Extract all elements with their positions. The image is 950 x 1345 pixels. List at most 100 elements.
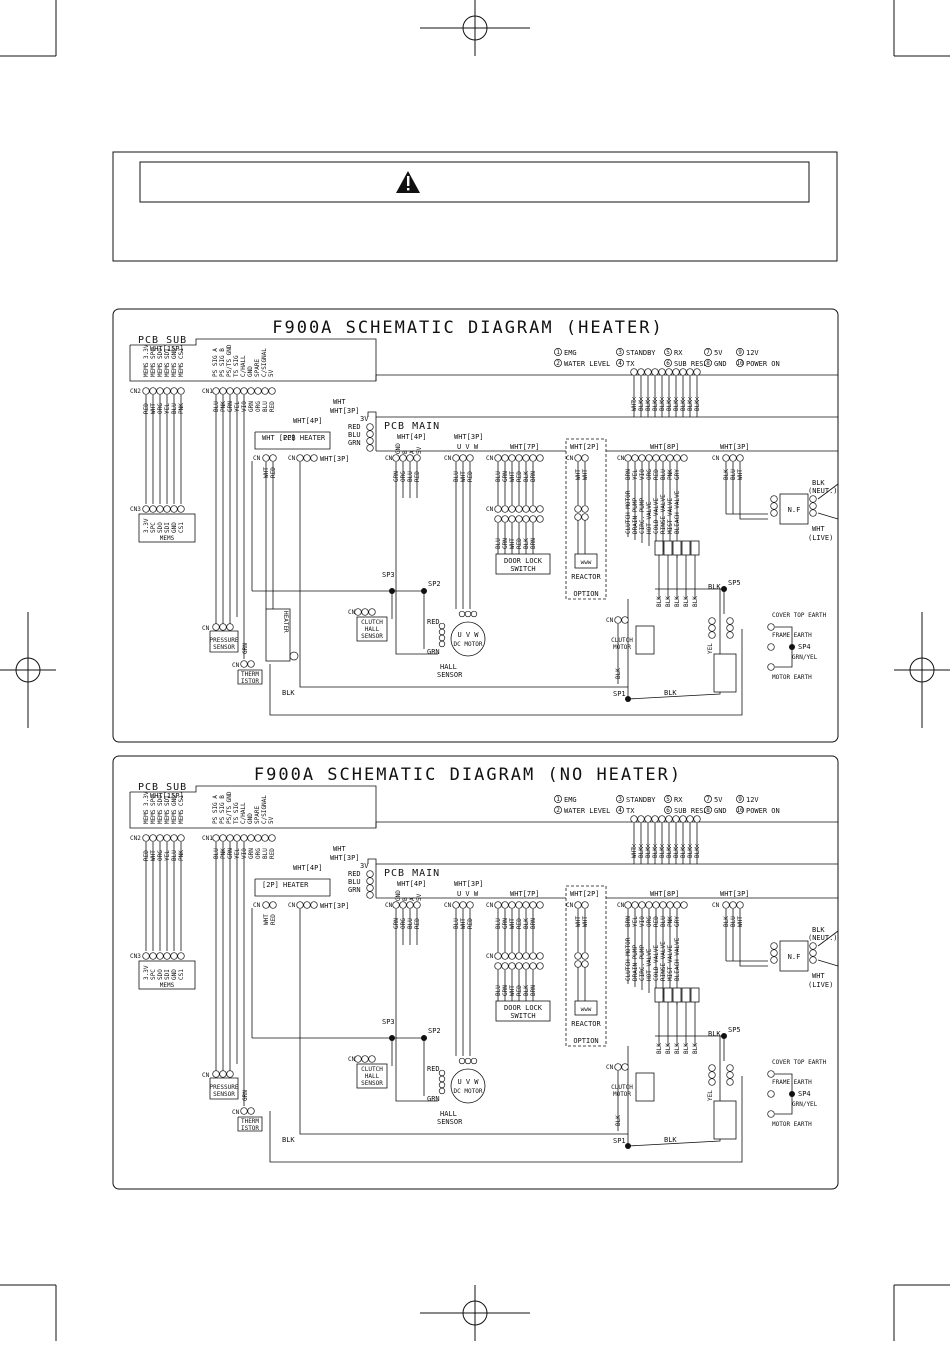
conn-id: CN bbox=[444, 455, 452, 462]
reactor-conn-mid-pin bbox=[581, 952, 589, 960]
door-conn-pin bbox=[522, 901, 530, 909]
door-conn-pin bbox=[501, 454, 509, 462]
uvw-conn-pin bbox=[452, 901, 460, 909]
earth-conn-pin bbox=[708, 1071, 716, 1079]
clutch-hall-conn-pin bbox=[368, 1055, 376, 1063]
pcb-sub-right-pin bbox=[226, 387, 234, 395]
pcb-sub-left-pin bbox=[177, 834, 185, 842]
pcb-sub-pin-label: PS SIG A bbox=[212, 795, 219, 824]
pcb-sub-pin-label: MEMS CS1 bbox=[178, 795, 185, 824]
pcb-sub-pin-label: 5V bbox=[268, 369, 275, 377]
rbg-conn-pin bbox=[366, 430, 374, 438]
pcb-sub-pin-label: PS SIG B bbox=[219, 795, 226, 824]
wire-color-label: WHT bbox=[737, 916, 744, 927]
wire bbox=[652, 843, 658, 849]
rbg-conn-pin bbox=[366, 884, 374, 892]
main-top-pin bbox=[651, 368, 659, 376]
pcb-sub-right-pin bbox=[261, 834, 269, 842]
wire-color-label: BLK bbox=[523, 918, 530, 929]
conn-id: CN bbox=[486, 455, 494, 462]
legend-number: 3 bbox=[618, 349, 622, 356]
hall-sensor-conn-pin bbox=[438, 1081, 446, 1089]
wire-color-label: BLU bbox=[213, 848, 220, 859]
pcb-sub-right-pin bbox=[233, 387, 241, 395]
noise-filter-label: N.F bbox=[788, 506, 801, 514]
legend-number-circle bbox=[664, 348, 672, 356]
option-label: OPTION bbox=[573, 1037, 598, 1045]
conn-id: CN bbox=[253, 902, 261, 909]
main-top-pin bbox=[658, 368, 666, 376]
door-conn-pin bbox=[515, 901, 523, 909]
wire-color-label: BLK bbox=[723, 469, 730, 480]
wire-color-label: WHT bbox=[509, 985, 516, 996]
load-name-label: MIST VALVE bbox=[667, 497, 674, 534]
door-conn-mid2-pin bbox=[522, 515, 530, 523]
wire bbox=[129, 338, 377, 382]
wire-color-label: WHT bbox=[582, 469, 589, 480]
door-conn-mid2-pin bbox=[494, 962, 502, 970]
loads-conn-pin bbox=[631, 901, 639, 909]
legend-item: TX bbox=[626, 360, 635, 368]
legend-number: 8 bbox=[706, 807, 710, 814]
conn-id: CN bbox=[253, 455, 261, 462]
main-top-pin bbox=[644, 815, 652, 823]
legend-number-circle bbox=[736, 795, 744, 803]
uvw-connector-label: WHT[3P] bbox=[454, 880, 484, 888]
blk-label: BLK bbox=[664, 1136, 677, 1144]
wire-color-label: BLK bbox=[523, 985, 530, 996]
wire-color-label: BLK bbox=[683, 596, 690, 607]
yel-label: YEL bbox=[707, 643, 714, 654]
pcb-sub-pin-label: SPARE bbox=[254, 806, 261, 824]
loads-conn-pin bbox=[673, 454, 681, 462]
schematic-panel-heater: F900A SCHEMATIC DIAGRAM (HEATER)PCB SUBW… bbox=[112, 308, 839, 743]
legend-number: 2 bbox=[556, 360, 560, 367]
valve-coil bbox=[663, 987, 673, 1003]
legend-number-circle bbox=[704, 359, 712, 367]
door-conn-mid-pin bbox=[501, 505, 509, 513]
wire-color-label: WHT bbox=[631, 847, 638, 858]
load-name-label: RINSE VALVE bbox=[660, 941, 667, 981]
wire-color-label: BRN bbox=[530, 538, 537, 549]
legend-item: GND bbox=[714, 807, 727, 815]
pcb-sub-left-pin bbox=[142, 834, 150, 842]
pressure-conn-pin bbox=[212, 1070, 220, 1078]
door-conn-mid-pin bbox=[529, 952, 537, 960]
legend-item: POWER ON bbox=[746, 360, 780, 368]
uvw-label: U V W bbox=[457, 890, 479, 898]
door-conn-mid2-pin bbox=[529, 962, 537, 970]
nf-conn-pin bbox=[770, 942, 778, 950]
reactor-coil-glyph: www bbox=[581, 1006, 592, 1013]
dc-motor-label: DC MOTOR bbox=[454, 641, 483, 648]
mems-pin bbox=[177, 505, 185, 513]
pcb-main-label: PCB MAIN bbox=[384, 421, 440, 432]
loads-connector-label: WHT[8P] bbox=[650, 443, 680, 451]
door-conn-pin bbox=[536, 901, 544, 909]
pcb-sub-right-pin bbox=[240, 387, 248, 395]
wire bbox=[395, 945, 438, 1102]
hall-conn-pin bbox=[406, 454, 414, 462]
hall-pin-label: A bbox=[409, 897, 416, 901]
thermistor-label: THERM bbox=[241, 671, 259, 678]
mems-pin bbox=[149, 952, 157, 960]
rbg-conn-pin bbox=[366, 423, 374, 431]
wire-color-label: BLK bbox=[659, 400, 666, 411]
mems-label: MEMS bbox=[160, 982, 175, 989]
wire bbox=[254, 431, 331, 450]
loads-conn-pin bbox=[666, 901, 674, 909]
nf-out-pin bbox=[809, 502, 817, 510]
wht4p-label: WHT[4P] bbox=[293, 864, 323, 872]
wire bbox=[375, 374, 838, 381]
main-top-pin bbox=[672, 368, 680, 376]
wire-color-label: ORG bbox=[646, 916, 653, 927]
wire-color-label: RED bbox=[414, 918, 421, 929]
mems-pin bbox=[156, 505, 164, 513]
legend-item: WATER LEVEL bbox=[564, 360, 610, 368]
uvw-label: U V W bbox=[457, 443, 479, 451]
door-lock-label: SWITCH bbox=[510, 1012, 535, 1020]
wire-color-label: RED bbox=[516, 538, 523, 549]
earth-conn-pin bbox=[708, 617, 716, 625]
reactor-label: REACTOR bbox=[571, 1020, 601, 1028]
hall-sensor-label: SENSOR bbox=[437, 671, 463, 679]
wire-color-label: GRN bbox=[502, 918, 509, 929]
